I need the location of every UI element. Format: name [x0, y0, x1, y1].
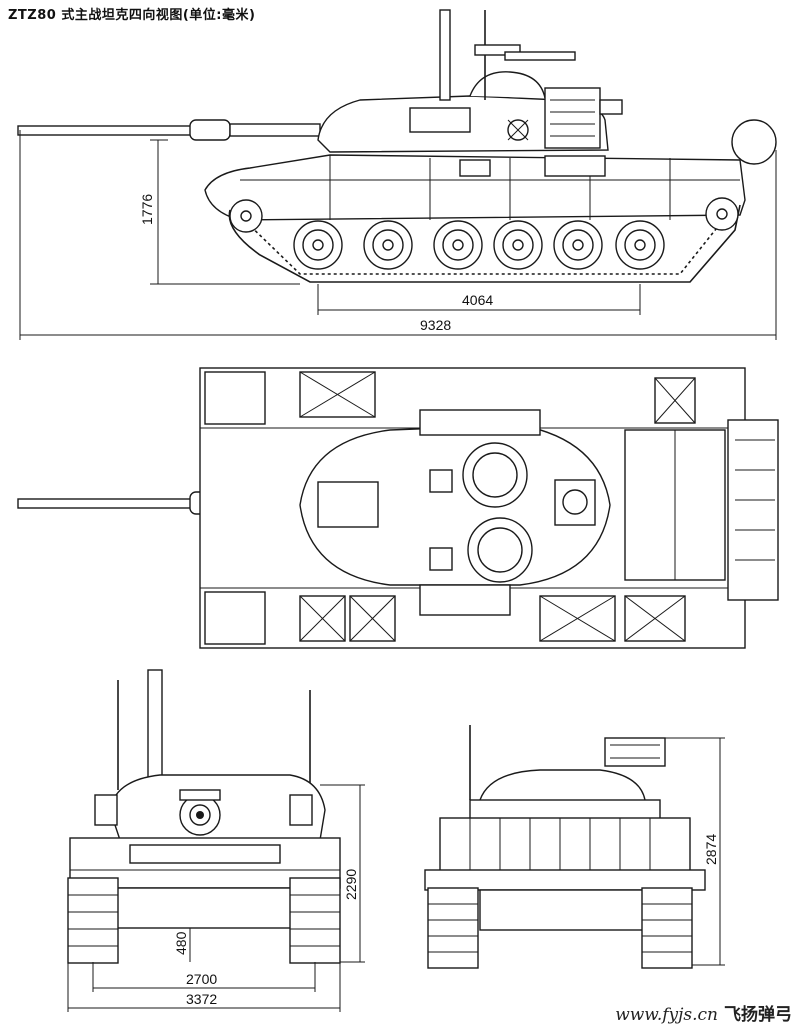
- rear-antenna-and-mg: [469, 725, 666, 800]
- dim-front-track-width-label: 2700: [186, 971, 217, 987]
- dim-rear-height-label: 2874: [703, 834, 719, 865]
- dim-front-width: 3372: [67, 962, 341, 1012]
- side-gun-barrel: [17, 119, 321, 141]
- dim-side-track: 4064: [317, 284, 641, 315]
- rear-view: 2874: [424, 725, 725, 969]
- front-turret: [94, 774, 326, 841]
- site-watermark: www.fyjs.cn 飞扬弹弓: [615, 1000, 792, 1025]
- dim-side-length: 9328: [19, 130, 777, 340]
- top-view: [17, 367, 779, 649]
- side-fuel-drum: [731, 119, 777, 165]
- side-view: 1776 4064 9328: [17, 9, 777, 340]
- dim-side-track-label: 4064: [462, 292, 493, 308]
- drawing-title: ZTZ80 式主战坦克四向视图(单位:毫米): [8, 8, 256, 23]
- side-hull: [204, 154, 746, 221]
- dim-front-track-width: 2700: [92, 962, 316, 992]
- dim-side-height-label: 1776: [139, 194, 155, 225]
- watermark-brand: 飞扬弹弓: [724, 1005, 792, 1025]
- dim-front-width-label: 3372: [186, 991, 217, 1007]
- dim-side-length-label: 9328: [420, 317, 451, 333]
- front-antenna: [117, 669, 311, 790]
- dim-front-height: 2290: [320, 784, 365, 963]
- top-turret: [299, 409, 611, 616]
- dim-front-clearance-label: 480: [173, 931, 189, 955]
- dim-front-height-label: 2290: [343, 869, 359, 900]
- dim-side-height: 1776: [139, 139, 300, 285]
- front-tracks: [67, 877, 341, 964]
- rear-tracks: [427, 887, 693, 969]
- front-view: 2290 480 2700 3372: [67, 669, 365, 1012]
- dim-rear-height: 2874: [665, 737, 725, 966]
- dim-front-clearance: 480: [173, 928, 191, 962]
- rear-turret: [469, 769, 661, 821]
- side-track: [228, 197, 741, 283]
- side-turret: [317, 9, 623, 153]
- side-road-wheels: [293, 220, 665, 270]
- watermark-url: www.fyjs.cn: [615, 1005, 718, 1025]
